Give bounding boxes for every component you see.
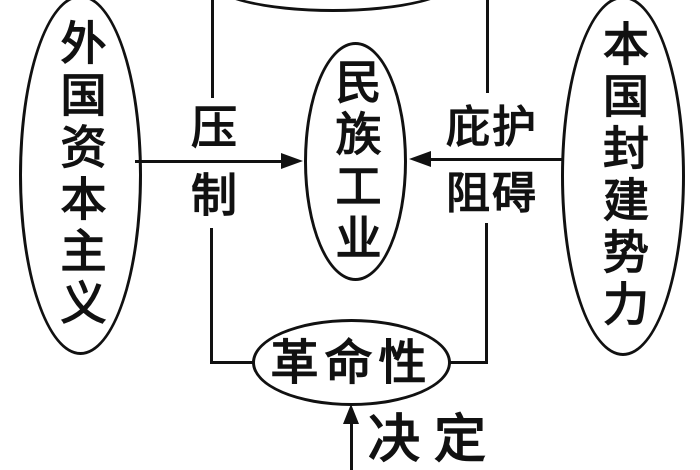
node-foreign-capitalism-label: 外国资本主义 [53, 19, 108, 331]
top-partial-node [208, 0, 458, 12]
node-foreign-capitalism: 外国资本主义 [19, 0, 142, 355]
arrow-suppress-line [135, 160, 283, 163]
node-revolutionary-nature: 革命性 [252, 319, 451, 406]
arrow-determine-line [350, 422, 353, 470]
edge-label-shelter: 庇护 [446, 102, 538, 153]
edge-label-suppress: 压制 [184, 103, 238, 239]
connector-left-elbow [210, 228, 254, 364]
arrow-shelter-head-icon [409, 151, 431, 167]
arrow-determine-head-icon [343, 404, 359, 424]
connector-top-right-line [486, 0, 489, 93]
edge-label-determine: 决定 [368, 409, 501, 470]
node-revolutionary-nature-label: 革命性 [270, 334, 433, 391]
connector-right-elbow [448, 223, 488, 364]
arrow-suppress-head-icon [281, 153, 303, 169]
node-national-industry-label: 民族工业 [328, 57, 383, 266]
arrow-shelter-line [429, 158, 562, 161]
node-national-industry: 民族工业 [304, 42, 407, 281]
node-domestic-feudal-forces-label: 本国封建势力 [596, 20, 650, 332]
node-domestic-feudal-forces: 本国封建势力 [561, 0, 685, 356]
connector-top-left-line [211, 0, 214, 98]
edge-label-obstruct: 阻碍 [446, 168, 538, 219]
